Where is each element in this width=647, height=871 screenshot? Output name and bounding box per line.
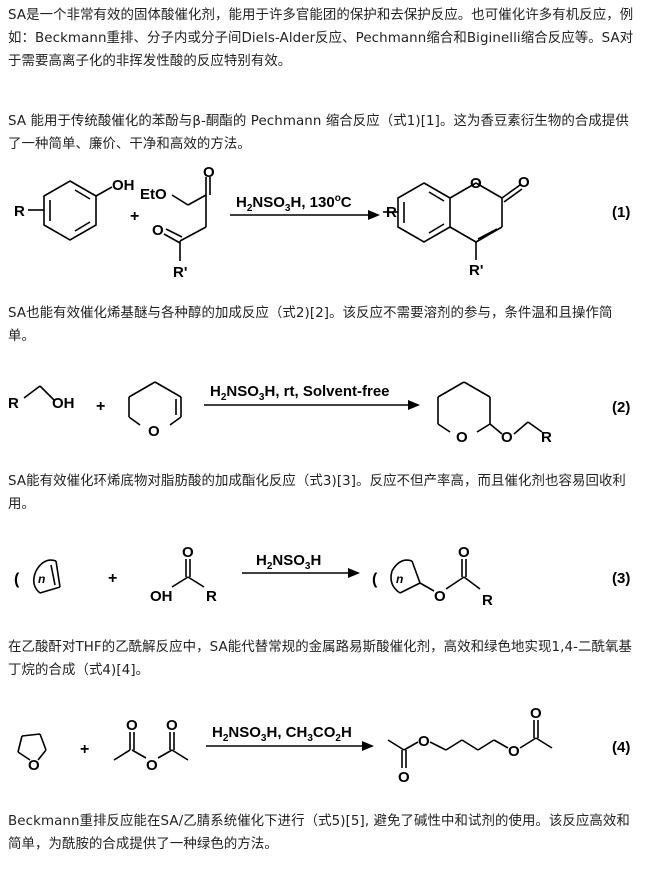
- reaction-1-conditions: H2NSO3H, 130oC: [236, 193, 352, 214]
- paragraph-beckmann: Beckmann重排反应能在SA/乙腈系统催化下进行（式5)[5], 避免了碱性…: [8, 814, 630, 852]
- product-ester-oxygen-1: O: [418, 733, 430, 750]
- equation-number-4: (4): [612, 739, 630, 756]
- hydroxyl-label: OH: [112, 177, 135, 194]
- thf-oxygen-label: O: [28, 757, 40, 774]
- plus-sign: +: [108, 570, 117, 587]
- plus-sign: +: [96, 398, 105, 415]
- ester-oxygen-label: O: [434, 588, 446, 605]
- acid-carbonyl-oxygen: O: [182, 544, 194, 561]
- equation-number-2: (2): [612, 399, 630, 416]
- substituent-r-label: R: [14, 203, 25, 220]
- alcohol-r-label: R: [8, 395, 19, 412]
- product-r-label: R: [386, 204, 397, 221]
- ketone-oxygen-label: O: [152, 222, 164, 239]
- anhydride-bridge-oxygen: O: [146, 757, 158, 774]
- product-r-label: R: [482, 592, 493, 609]
- ester-carbonyl-oxygen: O: [458, 544, 470, 561]
- reaction-4-figure: O + O O O H2NSO3H, CH3CO2H O O O O (4): [17, 705, 630, 786]
- acid-oh-label: OH: [150, 588, 173, 605]
- ring-oxygen-label: O: [456, 429, 468, 446]
- ring-oxygen-label: O: [470, 175, 482, 192]
- equation-number-3: (3): [612, 570, 630, 587]
- plus-sign: +: [130, 208, 139, 225]
- paragraph-acetolysis: 在乙酸酐对THF的乙酰解反应中，SA能代替常规的金属路易斯酸催化剂，高效和绿色地…: [8, 640, 632, 678]
- product-ring-size-n-label: n: [396, 572, 403, 586]
- ring-size-n-label: n: [38, 572, 45, 586]
- reaction-3-figure: ( n + O OH R H2NSO3H ( n O O R (3): [14, 544, 630, 609]
- paragraph-intro: SA是一个非常有效的固体酸催化剂，能用于许多官能团的保护和去保护反应。也可催化许…: [8, 8, 634, 69]
- product-carbonyl-oxygen-1: O: [398, 769, 410, 786]
- acid-r-label: R: [206, 588, 217, 605]
- reaction-2-conditions: H2NSO3H, rt, Solvent-free: [210, 383, 390, 403]
- product-carbonyl-oxygen-2: O: [530, 705, 542, 722]
- reaction-scheme-4: O + O O O H2NSO3H, CH3CO2H O O O O (4): [0, 700, 647, 790]
- plus-sign: +: [80, 741, 89, 758]
- r-prime-label: R': [173, 264, 187, 280]
- product-r-prime-label: R': [469, 262, 483, 279]
- paragraph-esterification: SA能有效催化环烯底物对脂肪酸的加成酯化反应（式3)[3]。反应不但产率高，而且…: [8, 474, 626, 512]
- paragraph-ether-addition: SA也能有效催化烯基醚与各种醇的加成反应（式2)[2]。该反应不需要溶剂的参与，…: [8, 306, 613, 344]
- reaction-scheme-2: R OH + O H2NSO3H, rt, Solvent-free O O R…: [0, 362, 647, 452]
- product-r-label: R: [541, 429, 552, 446]
- reaction-1-figure: OH R + EtO O O R' H2NSO3H, 130oC R O O R…: [14, 165, 630, 280]
- reaction-scheme-3: ( n + O OH R H2NSO3H ( n O O R (3): [0, 535, 647, 620]
- reaction-2-figure: R OH + O H2NSO3H, rt, Solvent-free O O R…: [8, 381, 630, 446]
- reaction-scheme-1: OH R + EtO O O R' H2NSO3H, 130oC R O O R…: [0, 165, 647, 280]
- anhydride-carbonyl-oxygen-2: O: [166, 717, 178, 734]
- ether-oxygen-label: O: [501, 429, 513, 446]
- ester-eto-label: EtO: [140, 186, 167, 203]
- pyran-oxygen-label: O: [148, 423, 160, 440]
- ring-open-paren: (: [14, 571, 20, 588]
- paragraph-pechmann: SA 能用于传统酸催化的苯酚与β-酮酯的 Pechmann 缩合反应（式1)[1…: [8, 114, 629, 152]
- reaction-3-conditions: H2NSO3H: [256, 552, 321, 572]
- alcohol-oh-label: OH: [52, 395, 75, 412]
- reaction-4-conditions: H2NSO3H, CH3CO2H: [212, 724, 352, 744]
- ester-oxygen-label: O: [203, 165, 215, 181]
- product-ring-open-paren: (: [372, 571, 378, 588]
- carbonyl-oxygen-label: O: [518, 174, 530, 191]
- equation-number-1: (1): [612, 204, 630, 221]
- anhydride-carbonyl-oxygen-1: O: [126, 717, 138, 734]
- product-ester-oxygen-2: O: [508, 743, 520, 760]
